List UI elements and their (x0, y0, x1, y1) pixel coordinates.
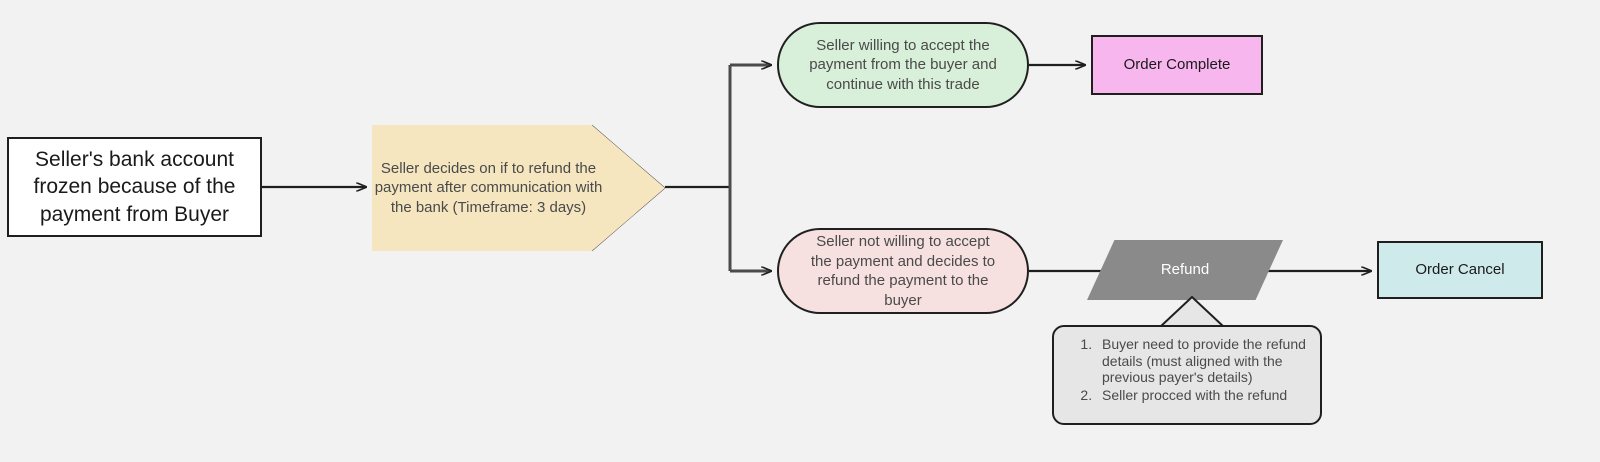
node-start[interactable]: Seller's bank account frozen because of … (7, 137, 262, 237)
node-seller-accept[interactable]: Seller willing to accept the payment fro… (777, 22, 1029, 108)
list-item: Seller procced with the refund (1096, 387, 1310, 404)
node-decision[interactable]: Seller decides on if to refund the payme… (372, 125, 665, 251)
node-order-cancel[interactable]: Order Cancel (1377, 241, 1543, 299)
node-decision-label: Seller decides on if to refund the payme… (374, 159, 603, 216)
node-seller-reject[interactable]: Seller not willing to accept the payment… (777, 228, 1029, 314)
node-start-label: Seller's bank account frozen because of … (33, 148, 236, 226)
node-order-complete-label: Order Complete (1123, 56, 1231, 74)
node-seller-accept-label: Seller willing to accept the payment fro… (809, 36, 997, 93)
node-seller-reject-label: Seller not willing to accept the payment… (810, 233, 996, 309)
node-refund[interactable]: Refund (1087, 240, 1283, 300)
list-item: Buyer need to provide the refund details… (1096, 336, 1310, 386)
node-order-cancel-label: Order Cancel (1415, 261, 1505, 279)
note-list: Buyer need to provide the refund details… (1064, 336, 1310, 403)
node-refund-label: Refund (1160, 261, 1210, 279)
note-refund-steps: Buyer need to provide the refund details… (1052, 325, 1322, 425)
node-order-complete[interactable]: Order Complete (1091, 35, 1263, 95)
note-callout-tail (1160, 296, 1224, 328)
